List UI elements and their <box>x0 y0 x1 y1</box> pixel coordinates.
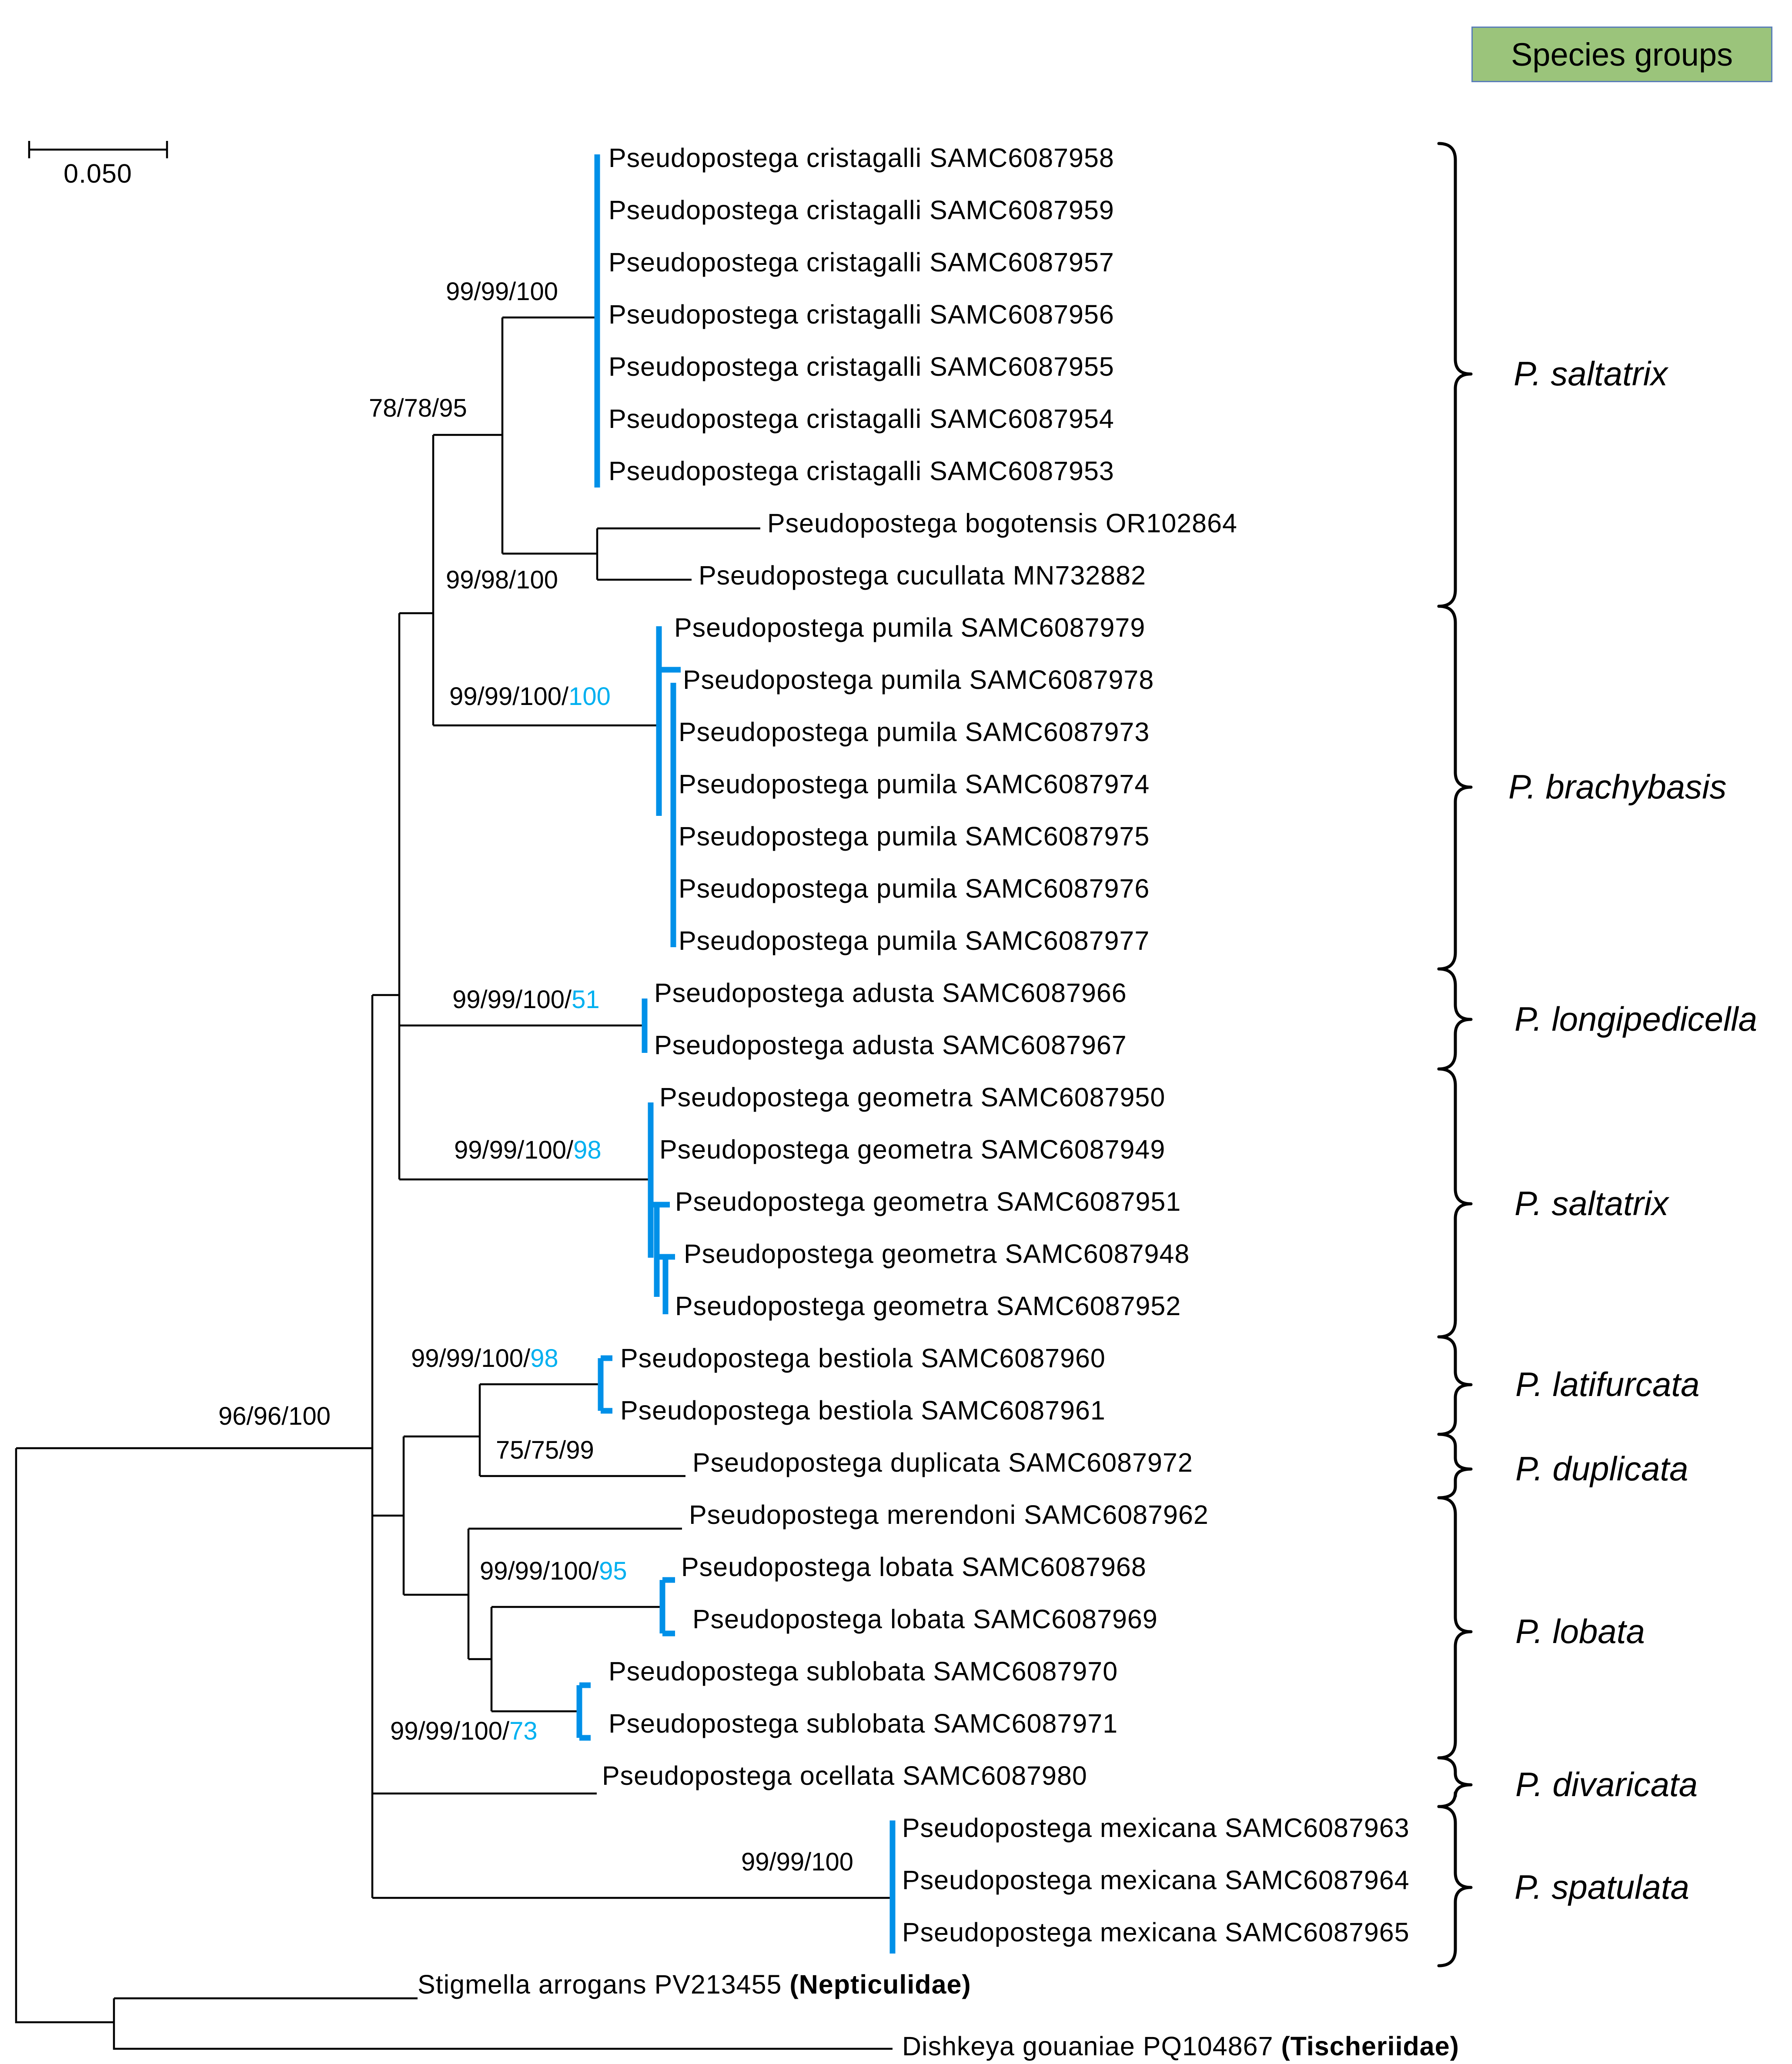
taxon-label: Pseudopostega pumila SAMC6087973 <box>679 717 1150 747</box>
taxon-label: Pseudopostega sublobata SAMC6087970 <box>608 1657 1118 1686</box>
taxon-label: Pseudopostega merendoni SAMC6087962 <box>689 1500 1209 1530</box>
scale-bar: 0.050 <box>28 141 168 188</box>
taxon-label: Pseudopostega geometra SAMC6087949 <box>659 1135 1165 1164</box>
taxon-label: Pseudopostega lobata SAMC6087969 <box>692 1604 1158 1634</box>
taxon-label: Dishkeya gouaniae PQ104867 (Tischeriidae… <box>902 2031 1459 2061</box>
taxon-label: Pseudopostega cristagalli SAMC6087954 <box>608 404 1114 434</box>
taxon-label: Pseudopostega pumila SAMC6087977 <box>679 926 1150 955</box>
taxon-label: Pseudopostega bogotensis OR102864 <box>767 508 1237 538</box>
taxon-label: Pseudopostega geometra SAMC6087952 <box>675 1291 1181 1321</box>
legend-title: Species groups <box>1511 36 1733 73</box>
taxon-label: Pseudopostega cristagalli SAMC6087955 <box>608 352 1114 381</box>
legend-species-groups: Species groups <box>1471 27 1772 82</box>
taxon-label: Pseudopostega ocellata SAMC6087980 <box>602 1761 1087 1790</box>
tree-branches <box>15 316 893 2050</box>
taxon-label: Pseudopostega bestiola SAMC6087961 <box>620 1396 1106 1425</box>
group-label: P. divaricata <box>1515 1765 1698 1803</box>
group-label: P. lobata <box>1515 1612 1645 1650</box>
taxon-label: Pseudopostega lobata SAMC6087968 <box>681 1552 1147 1582</box>
taxon-name: Dishkeya gouaniae PQ104867 <box>902 2031 1281 2061</box>
support-value: 99/99/100/51 <box>452 985 600 1014</box>
group-label: P. latifurcata <box>1515 1365 1699 1403</box>
support-value: 99/99/100 <box>741 1848 853 1876</box>
support-value: 99/99/100/98 <box>411 1344 558 1373</box>
taxon-label: Pseudopostega cristagalli SAMC6087953 <box>608 456 1114 486</box>
taxon-label: Pseudopostega pumila SAMC6087978 <box>683 665 1154 695</box>
group-label: P. brachybasis <box>1508 768 1727 806</box>
taxon-label: Pseudopostega cucullata MN732882 <box>699 561 1146 590</box>
taxon-label: Pseudopostega mexicana SAMC6087964 <box>902 1865 1410 1895</box>
taxon-label: Pseudopostega cristagalli SAMC6087957 <box>608 247 1114 277</box>
taxon-label: Pseudopostega cristagalli SAMC6087958 <box>608 143 1114 173</box>
family-label: (Nepticulidae) <box>789 1970 971 1999</box>
group-label: P. saltatrix <box>1514 354 1669 393</box>
group-label: P. duplicata <box>1515 1449 1688 1488</box>
taxon-label: Pseudopostega geometra SAMC6087948 <box>684 1239 1190 1269</box>
taxon-label: Pseudopostega cristagalli SAMC6087956 <box>608 300 1114 329</box>
support-value: 99/99/100/98 <box>454 1136 602 1164</box>
taxon-label: Pseudopostega mexicana SAMC6087963 <box>902 1813 1410 1843</box>
support-value: 99/99/100 <box>446 277 558 306</box>
taxon-label: Pseudopostega adusta SAMC6087966 <box>654 978 1127 1008</box>
taxon-label: Pseudopostega sublobata SAMC6087971 <box>608 1709 1118 1738</box>
group-label: P. saltatrix <box>1515 1184 1670 1222</box>
scale-bar-label: 0.050 <box>64 159 132 188</box>
taxon-label: Pseudopostega pumila SAMC6087976 <box>679 874 1150 903</box>
support-value: 96/96/100 <box>218 1402 331 1430</box>
taxon-label: Pseudopostega bestiola SAMC6087960 <box>620 1343 1106 1373</box>
highlighted-clades <box>576 154 896 1954</box>
support-value: 78/78/95 <box>369 394 467 422</box>
support-value: 99/99/100/100 <box>449 682 611 711</box>
taxon-label: Pseudopostega pumila SAMC6087979 <box>674 613 1145 642</box>
taxon-label: Pseudopostega pumila SAMC6087974 <box>679 769 1150 799</box>
support-value: 75/75/99 <box>496 1436 594 1464</box>
group-brackets <box>1437 142 1473 1967</box>
taxon-label: Pseudopostega cristagalli SAMC6087959 <box>608 195 1114 225</box>
taxon-label: Pseudopostega duplicata SAMC6087972 <box>692 1448 1193 1477</box>
family-label: (Tischeriidae) <box>1281 2031 1459 2061</box>
taxon-label: Pseudopostega geometra SAMC6087950 <box>659 1082 1165 1112</box>
support-value: 99/99/100/95 <box>480 1557 627 1585</box>
support-value: 99/99/100/73 <box>390 1717 538 1745</box>
taxon-label: Stigmella arrogans PV213455 (Nepticulida… <box>418 1970 971 1999</box>
taxon-label: Pseudopostega pumila SAMC6087975 <box>679 822 1150 851</box>
support-values: 99/99/100 78/78/95 99/98/100 99/99/100/1… <box>218 277 853 1876</box>
taxon-label: Pseudopostega mexicana SAMC6087965 <box>902 1917 1410 1947</box>
taxon-label: Pseudopostega geometra SAMC6087951 <box>675 1187 1181 1216</box>
group-label: P. spatulata <box>1515 1868 1689 1906</box>
taxon-labels: Pseudopostega cristagalli SAMC6087958 Ps… <box>418 143 1459 2061</box>
species-group-labels: P. saltatrix P. brachybasis P. longipedi… <box>1508 354 1757 1906</box>
support-value: 99/98/100 <box>446 566 558 594</box>
taxon-label: Pseudopostega adusta SAMC6087967 <box>654 1030 1127 1060</box>
group-label: P. longipedicella <box>1515 1000 1757 1038</box>
taxon-name: Stigmella arrogans PV213455 <box>418 1970 789 1999</box>
